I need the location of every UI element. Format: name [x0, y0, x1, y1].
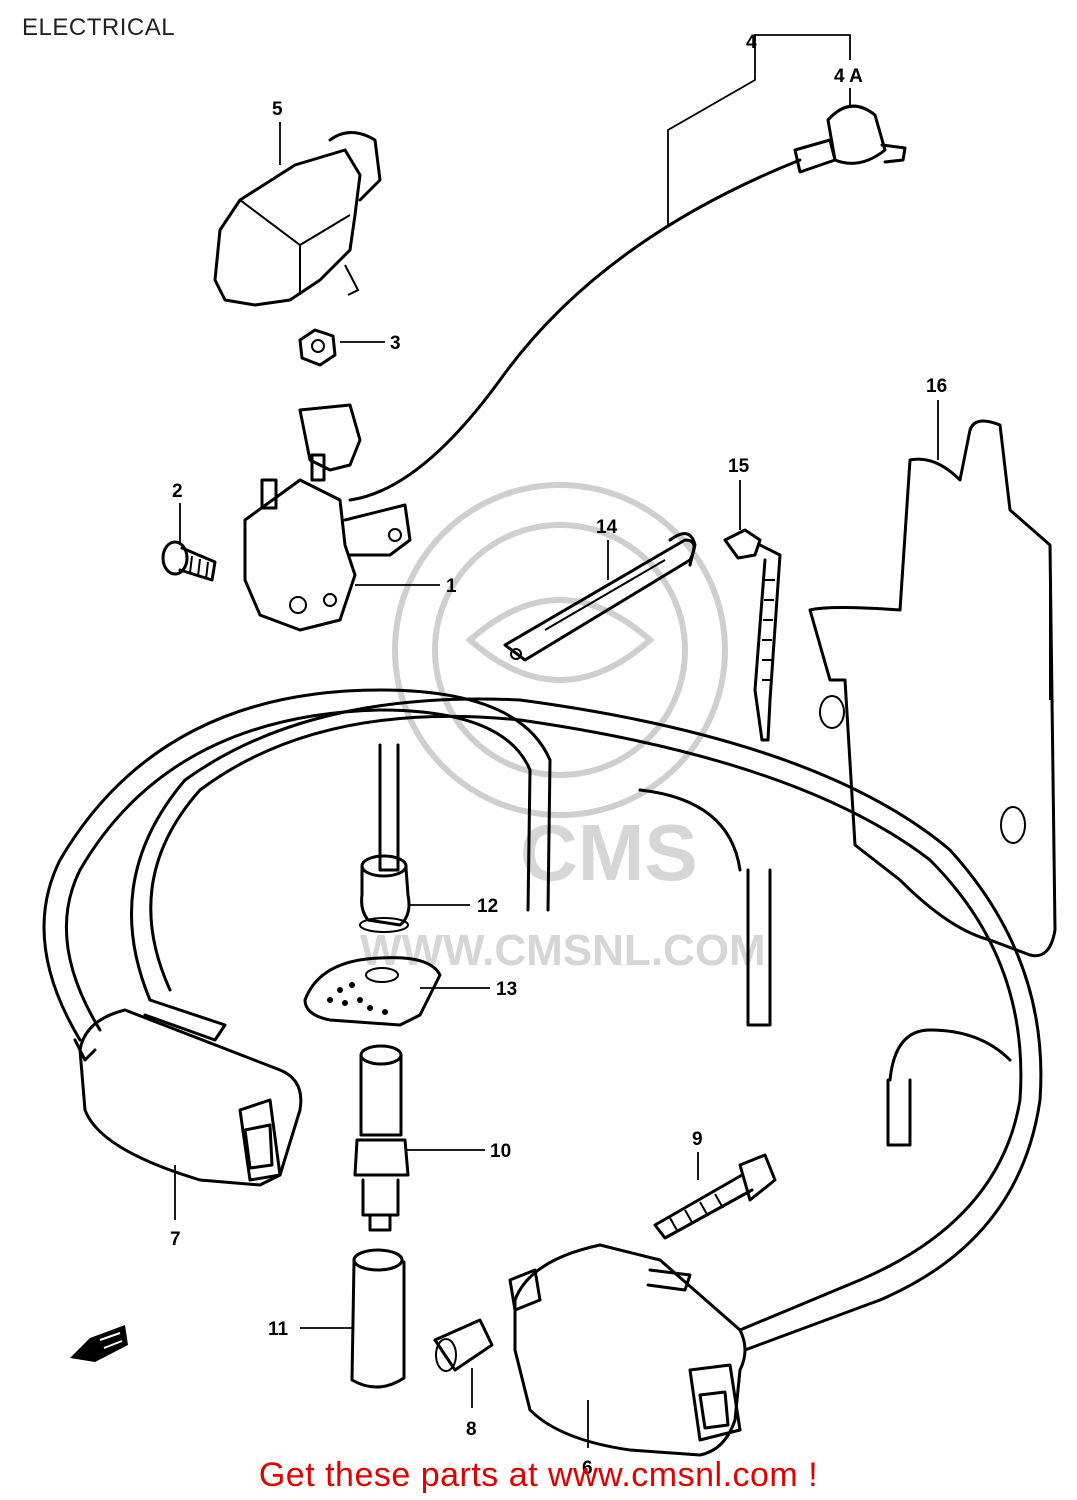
part-3-nut: [298, 328, 337, 367]
callout-12: 12: [477, 896, 498, 917]
part-7-ignition-coil: [73, 998, 303, 1187]
callout-4: 4: [746, 32, 757, 53]
callout-3: 3: [390, 333, 401, 354]
part-6-ignition-coil: [508, 1243, 747, 1457]
part-4-lead-wire: [348, 104, 907, 502]
callout-1: 1: [446, 576, 457, 597]
high-tension-cables: [42, 688, 1043, 1352]
part-13-plate: [303, 956, 442, 1027]
part-5-terminal-cover: [213, 131, 382, 307]
callout-2: 2: [172, 481, 183, 502]
page-title: ELECTRICAL: [22, 14, 176, 41]
callout-6: 6: [582, 1458, 593, 1479]
callout-15: 15: [728, 456, 750, 477]
watermark-logo: CMS WWW.CMSNL.COM: [360, 482, 766, 975]
callout-8: 8: [466, 1419, 477, 1440]
leader-lines: [174, 34, 939, 1448]
part-15-cable-tie: [723, 528, 782, 742]
callout-4a: 4 A: [834, 66, 863, 87]
part-9-bolt: [653, 1153, 777, 1240]
part-10-plug-holder: [353, 1044, 410, 1232]
part-2-bolt: [161, 540, 217, 582]
get-parts-link[interactable]: Get these parts at www.cmsnl.com !: [258, 1456, 819, 1494]
watermark-url-text: WWW.CMSNL.COM: [360, 926, 766, 975]
part-11-plug-cap: [350, 1248, 406, 1389]
callout-14: 14: [596, 517, 618, 538]
front-direction-arrow-icon: [70, 1325, 128, 1362]
callout-9: 9: [692, 1129, 703, 1150]
callout-10: 10: [490, 1141, 511, 1162]
callout-13: 13: [496, 979, 517, 1000]
part-8-sleeve: [433, 1318, 494, 1372]
callout-16: 16: [926, 376, 947, 397]
callout-5: 5: [272, 99, 283, 120]
part-16-plate: [808, 419, 1057, 958]
part-1-starter-relay: [243, 403, 412, 632]
part-14-ground-strap: [503, 532, 697, 662]
watermark-logo-text: CMS: [520, 808, 698, 897]
callout-11: 11: [268, 1319, 289, 1340]
callout-7: 7: [170, 1229, 181, 1250]
part-12-grommet: [359, 854, 411, 933]
